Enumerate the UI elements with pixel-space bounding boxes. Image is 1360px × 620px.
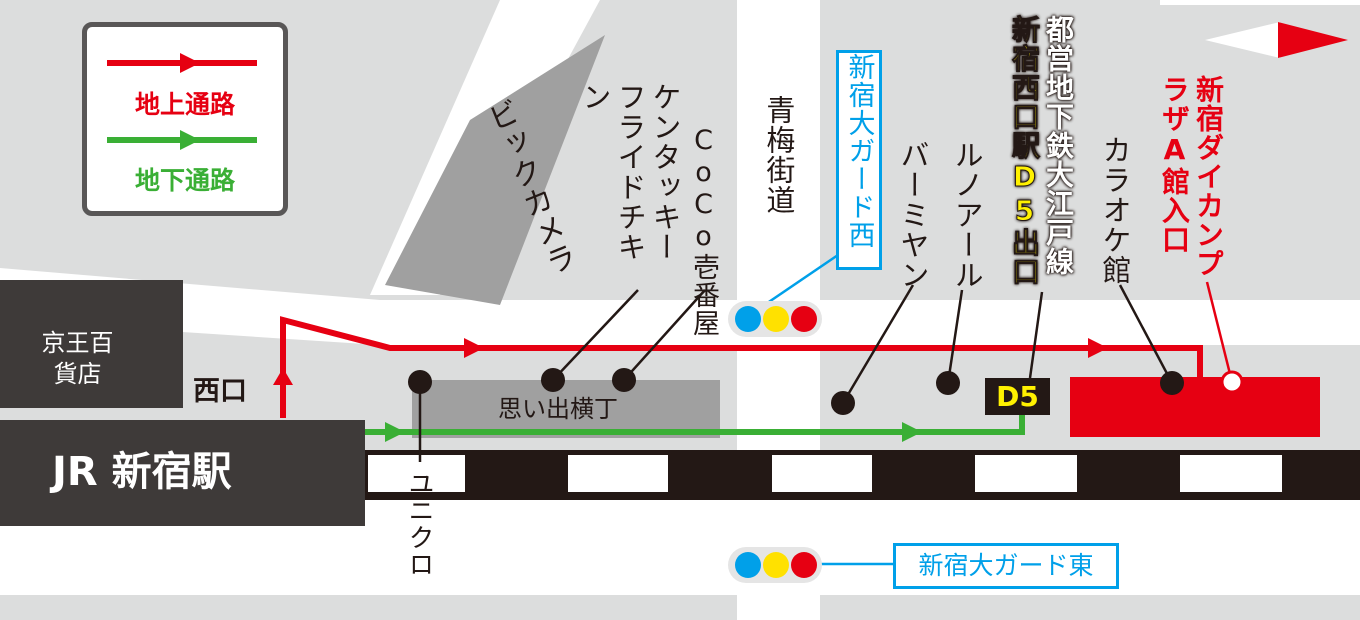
- guard-east-label: 新宿大ガード東: [893, 543, 1119, 589]
- jr-station-building: [0, 420, 365, 526]
- daikan-leader: [1205, 281, 1234, 383]
- underground-route: [365, 414, 1025, 435]
- route-arrow-icon: [273, 368, 293, 385]
- coco-label: CoCo壱番屋: [688, 125, 719, 337]
- kfc-label: ケンタッキーフライドチキン: [578, 82, 682, 262]
- arrow-icon: [180, 53, 200, 73]
- keio-label: 京王百貨店: [41, 329, 114, 389]
- daikan-entrance-dot: [1220, 370, 1244, 394]
- renoir-label: ルノアール: [950, 140, 984, 290]
- direction-arrow-icon: [1278, 22, 1348, 58]
- uniqlo-label: ユニクロ: [404, 470, 434, 578]
- guard-west-label: 新宿大ガード西: [836, 50, 882, 270]
- direction-arrow-tail: [1205, 22, 1280, 58]
- traffic-light-west: [728, 301, 822, 337]
- leader-lines: [418, 284, 1174, 462]
- legend-underground: 地下通路: [134, 166, 235, 195]
- traffic-light-east: [728, 547, 822, 583]
- guard-west-leader: [759, 253, 839, 310]
- d5-badge: D5: [985, 378, 1050, 415]
- karaoke-label: カラオケ館: [1098, 135, 1132, 285]
- omoide-yokocho-block: [412, 380, 720, 438]
- d5-exit-label: 新宿西口駅D5出口: [1008, 15, 1042, 287]
- keio-building: [0, 280, 183, 408]
- oedo-line-label: 都営地下鉄大江戸線: [1042, 15, 1075, 276]
- route-arrow-icon: [1088, 338, 1108, 358]
- route-arrow-icon: [385, 422, 405, 442]
- legend: 地上通路 地下通路: [82, 22, 288, 216]
- daikan-label: 新宿ダイカンプラザA館入口: [1158, 75, 1225, 278]
- arrow-icon: [180, 130, 200, 150]
- route-arrow-icon: [902, 422, 922, 442]
- north-road: [0, 268, 1360, 345]
- route-arrow-icon: [464, 338, 484, 358]
- west-exit-label: 西口: [193, 376, 247, 407]
- ome-kaido-label: 青梅街道: [761, 95, 796, 215]
- location-dots: [408, 368, 1184, 415]
- bamiyan-label: バーミヤン: [896, 140, 930, 290]
- legend-above-ground: 地上通路: [134, 90, 235, 119]
- above-ground-route: [280, 316, 1203, 418]
- daikan-plaza-building: [1070, 377, 1320, 437]
- omoide-yokocho-label: 思い出横丁: [498, 395, 618, 423]
- jr-shinjuku-label: JR 新宿駅: [52, 449, 232, 495]
- bic-camera-building: [385, 35, 605, 305]
